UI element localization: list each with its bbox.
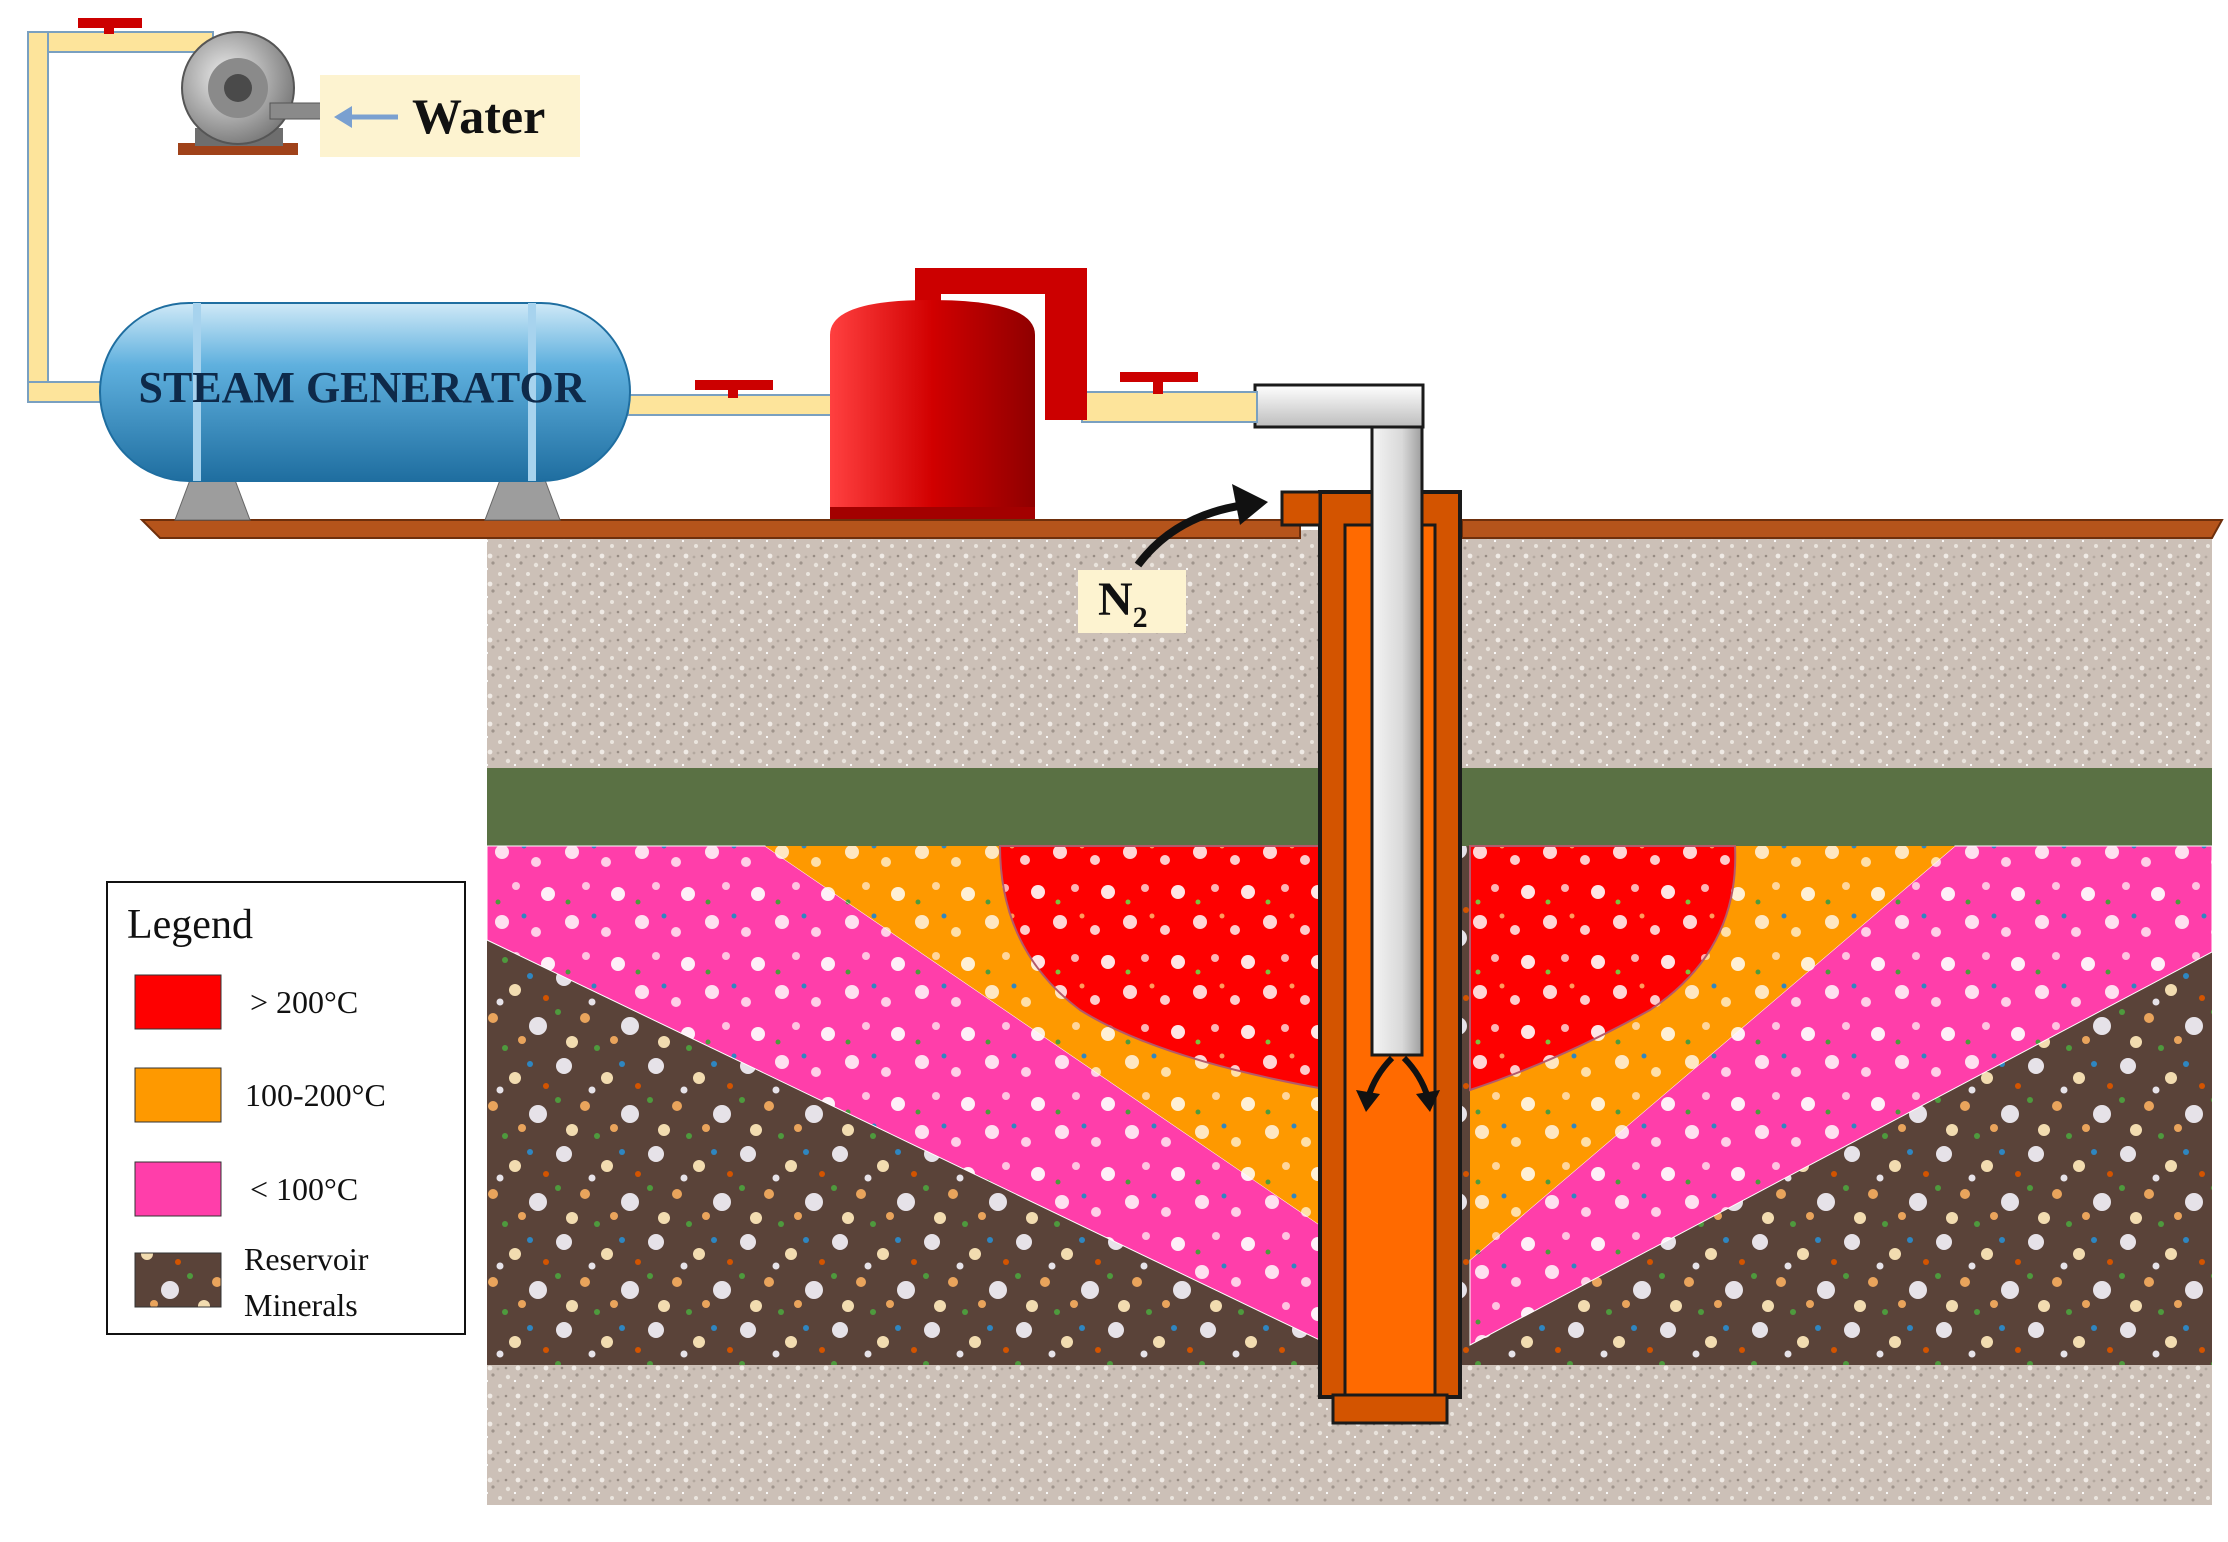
legend-label-mid: 100-200°C — [245, 1077, 386, 1113]
legend-title: Legend — [127, 902, 253, 948]
n2-label-box — [1078, 570, 1186, 633]
n2-arrow — [1134, 501, 1246, 568]
injection-tubing-vertical — [1370, 383, 1424, 1057]
zone-hot-left — [998, 845, 1331, 1092]
legend-swatch-mid — [134, 1067, 222, 1123]
outflow-arrowhead-left — [1356, 1090, 1380, 1112]
well-collar — [1280, 490, 1322, 527]
water-pump — [178, 31, 323, 155]
well-shoe — [1331, 1393, 1449, 1425]
pipe-top — [27, 31, 214, 53]
valve-middle[interactable] — [695, 380, 773, 398]
pipe-to-tank — [27, 381, 109, 403]
pipe-separator-to-well — [1081, 391, 1258, 423]
zone-hot-right — [1469, 845, 1737, 1092]
outflow-arrowhead-right — [1416, 1090, 1440, 1112]
legend: Legend > 200°C 100-200°C < 100°C Reservo… — [106, 881, 466, 1335]
legend-swatch-hot — [134, 974, 222, 1030]
separator-vessel — [830, 268, 1087, 519]
n2-arrowhead — [1232, 484, 1268, 525]
ground-surface-right — [1461, 519, 2224, 539]
zone-low-right — [1469, 845, 2213, 1346]
valve-right[interactable] — [1120, 372, 1198, 394]
legend-swatch-low — [134, 1161, 222, 1217]
valve-top[interactable] — [78, 18, 142, 34]
ground-surface — [139, 519, 1301, 539]
water-label: Water — [412, 88, 545, 144]
n2-label: N2 — [1098, 573, 1148, 634]
legend-swatch-reservoir — [134, 1252, 222, 1308]
steam-generator-tank — [99, 302, 631, 521]
zone-mid-left — [765, 846, 1330, 1232]
water-arrow-head — [334, 106, 352, 128]
legend-label-hot: > 200°C — [250, 984, 358, 1020]
legend-label-reservoir: Reservoir — [244, 1241, 369, 1277]
injection-tubing-horizontal — [1253, 383, 1425, 429]
legend-label-low: < 100°C — [250, 1171, 358, 1207]
pipe-left-vertical — [27, 31, 49, 403]
steam-generator-label: STEAM GENERATOR — [138, 363, 586, 412]
zone-mid-right — [1470, 846, 1955, 1260]
legend-label-minerals: Minerals — [244, 1287, 358, 1323]
